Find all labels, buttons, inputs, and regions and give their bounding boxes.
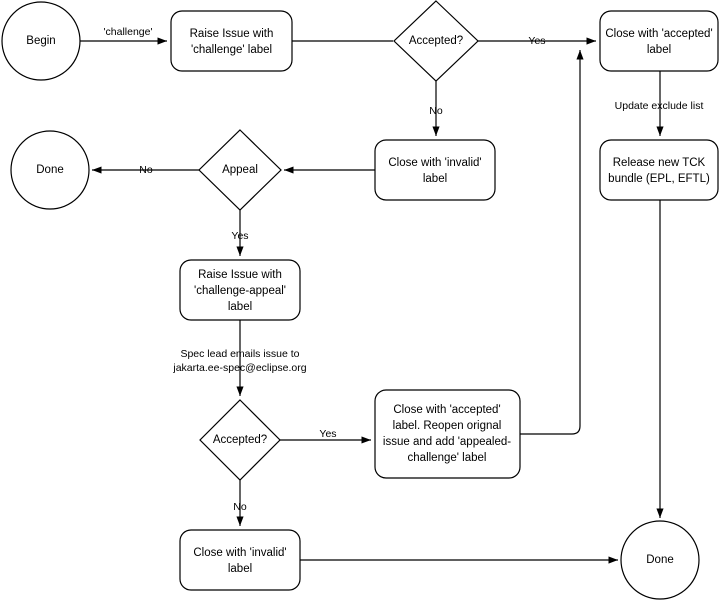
edge-label-yes-top: Yes xyxy=(528,35,545,47)
node-done-right-label: Done xyxy=(646,554,674,566)
node-close-accepted-reopen-line3: issue and add 'appealed- xyxy=(383,436,511,448)
edge-label-no-appeal-accepted: No xyxy=(233,501,247,513)
edge-label-no-top: No xyxy=(429,105,443,117)
node-begin[interactable] xyxy=(1,1,81,81)
node-accepted-1-label: Accepted? xyxy=(409,35,463,47)
node-appeal-label: Appeal xyxy=(222,164,258,176)
edge-label-spec-lead-line1: Spec lead emails issue to xyxy=(180,348,299,360)
node-release-tck-line1: Release new TCK xyxy=(613,157,706,169)
node-close-invalid-1[interactable] xyxy=(374,139,496,201)
node-close-invalid-1-line1: Close with 'invalid' xyxy=(388,157,481,169)
node-raise-appeal-line2: 'challenge-appeal' xyxy=(194,285,286,297)
edge-label-no-appeal: No xyxy=(139,164,153,176)
node-accepted-2-label: Accepted? xyxy=(213,434,267,446)
node-release-tck-line2: bundle (EPL, EFTL) xyxy=(608,173,710,185)
node-close-invalid-2-line2: label xyxy=(228,563,252,575)
edge-label-yes-appeal: Yes xyxy=(231,230,248,242)
node-raise-challenge-line2: 'challenge' label xyxy=(191,44,272,56)
node-appeal[interactable] xyxy=(198,129,282,211)
edge-label-update-exclude-list: Update exclude list xyxy=(615,100,704,112)
node-close-accepted-reopen-line1: Close with 'accepted' xyxy=(393,404,500,416)
node-close-invalid-2-line1: Close with 'invalid' xyxy=(193,547,286,559)
node-close-accepted-reopen-line2: label. Reopen orignal xyxy=(393,420,502,432)
node-raise-challenge[interactable] xyxy=(170,10,293,72)
node-close-accepted[interactable] xyxy=(599,10,719,72)
node-close-invalid-2[interactable] xyxy=(179,529,301,591)
node-done-right[interactable] xyxy=(620,520,700,600)
node-accepted-2[interactable] xyxy=(199,399,281,481)
node-raise-challenge-line1: Raise Issue with xyxy=(190,28,274,40)
node-close-accepted-reopen-line4: challenge' label xyxy=(408,452,487,464)
node-done-left[interactable] xyxy=(10,130,90,210)
edge-label-challenge: 'challenge' xyxy=(104,26,153,38)
edge-label-yes-appeal-accepted: Yes xyxy=(319,428,336,440)
node-raise-appeal[interactable] xyxy=(179,259,301,321)
node-close-accepted-line1: Close with 'accepted' xyxy=(605,28,712,40)
node-raise-appeal-line3: label xyxy=(228,301,252,313)
node-close-accepted-reopen[interactable] xyxy=(374,389,521,479)
node-done-left-label: Done xyxy=(36,164,64,176)
edge-close-accepted-reopen-to-top-junction xyxy=(520,50,584,435)
node-accepted-1[interactable] xyxy=(393,0,479,82)
node-close-invalid-1-line2: label xyxy=(423,173,447,185)
edge-label-spec-lead-line2: jakarta.ee-spec@eclipse.org xyxy=(172,362,306,374)
node-close-accepted-line2: label xyxy=(647,44,671,56)
node-release-tck[interactable] xyxy=(599,139,719,201)
node-begin-label: Begin xyxy=(26,35,55,47)
node-raise-appeal-line1: Raise Issue with xyxy=(198,269,282,281)
